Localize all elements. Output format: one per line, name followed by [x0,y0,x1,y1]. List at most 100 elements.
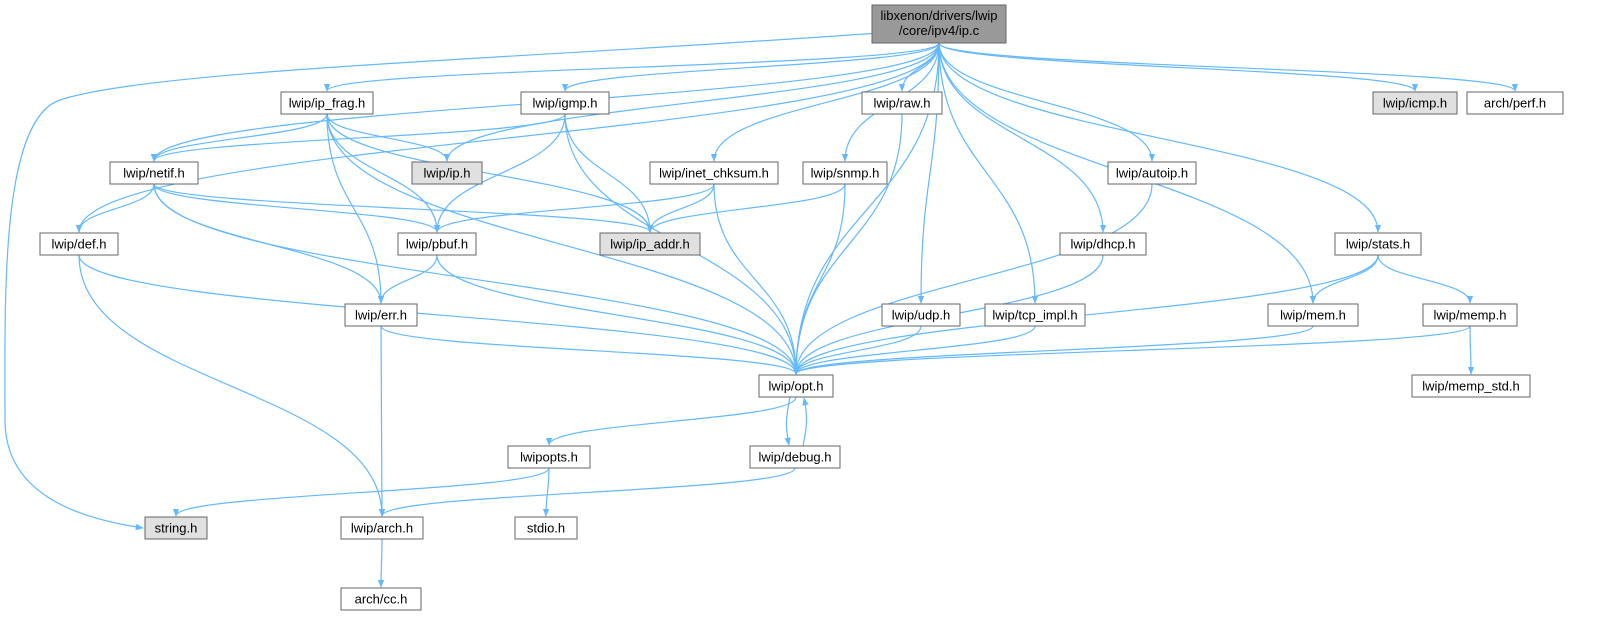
edge-root-to-def [75,42,940,233]
edge-err-to-opt [380,325,800,375]
edge-err-to-arch [378,325,386,517]
node-udp-label: lwip/udp.h [892,308,951,323]
node-icmp-box [1372,91,1458,115]
node-arch[interactable]: lwip/arch.h [340,516,424,540]
node-mem-label: lwip/mem.h [1280,308,1346,323]
edge-pbuf-to-err [377,254,438,304]
node-lwipopts[interactable]: lwipopts.h [507,445,591,469]
edge-root-to-perf [938,42,1519,92]
edge-def-to-arch [78,254,386,517]
edge-stats-to-opt [792,254,1379,375]
node-ip-box [411,161,483,185]
node-snmp[interactable]: lwip/snmp.h [802,161,888,185]
node-mem-box [1267,303,1359,327]
node-netif[interactable]: lwip/netif.h [109,161,199,185]
edge-stats-to-mem [1309,254,1379,304]
node-pbuf[interactable]: lwip/pbuf.h [397,232,477,256]
edge-root-to-udp [917,42,940,304]
node-tcp-impl[interactable]: lwip/tcp_impl.h [984,303,1086,327]
edge-raw-to-opt [792,113,903,375]
edge-debug-to-arch [378,467,796,517]
node-icmp-label: lwip/icmp.h [1383,96,1447,111]
node-stdio[interactable]: stdio.h [514,516,578,540]
node-memp[interactable]: lwip/memp.h [1422,303,1518,327]
node-root[interactable]: libxenon/drivers/lwip/core/ipv4/ip.c [871,4,1007,44]
node-ip-addr-label: lwip/ip_addr.h [610,237,690,252]
node-err-box [344,303,418,327]
node-inet-chksum[interactable]: lwip/inet_chksum.h [649,161,779,185]
edge-debug-to-opt [802,397,809,447]
node-opt[interactable]: lwip/opt.h [758,374,834,398]
edge-root-to-ip-frag [323,42,940,92]
node-ip-frag-label: lwip/ip_frag.h [289,96,366,111]
node-ip-frag-box [280,91,374,115]
edge-inet-chksum-to-opt [713,183,800,375]
node-err-label: lwip/err.h [355,308,407,323]
node-mem[interactable]: lwip/mem.h [1267,303,1359,327]
edge-netif-to-ip-addr [153,183,654,233]
node-pbuf-box [397,232,477,256]
root-label-line1: libxenon/drivers/lwip [880,8,997,23]
node-igmp[interactable]: lwip/igmp.h [520,91,610,115]
node-tcp-impl-label: lwip/tcp_impl.h [992,308,1077,323]
node-dhcp-box [1059,232,1147,256]
edge-root-to-ip [443,42,940,162]
node-raw[interactable]: lwip/raw.h [861,91,943,115]
edge-autoip-to-opt [792,183,1153,375]
node-arch-box [340,516,424,540]
edge-igmp-to-pbuf [433,113,566,233]
node-string[interactable]: string.h [144,516,208,540]
node-pbuf-label: lwip/pbuf.h [406,237,468,252]
node-raw-label: lwip/raw.h [873,96,930,111]
edge-root-to-tcp-impl [938,42,1039,304]
node-def[interactable]: lwip/def.h [39,232,119,256]
node-ip-addr[interactable]: lwip/ip_addr.h [599,232,701,256]
node-stats-box [1334,232,1422,256]
node-err[interactable]: lwip/err.h [344,303,418,327]
node-autoip[interactable]: lwip/autoip.h [1107,161,1197,185]
node-inet-chksum-label: lwip/inet_chksum.h [659,166,769,181]
node-netif-box [109,161,199,185]
node-def-box [39,232,119,256]
node-perf-box [1466,91,1564,115]
node-perf[interactable]: arch/perf.h [1466,91,1564,115]
node-ip-addr-box [599,232,701,256]
node-stdio-box [514,516,578,540]
edge-memp-to-memp-std [1467,325,1475,375]
node-autoip-label: lwip/autoip.h [1116,166,1188,181]
edge-ip-frag-to-ip-addr [326,113,654,233]
node-debug[interactable]: lwip/debug.h [749,445,841,469]
edge-ip-frag-to-netif [150,113,328,162]
node-opt-box [758,374,834,398]
node-icmp[interactable]: lwip/icmp.h [1372,91,1458,115]
edge-root-to-icmp [938,42,1419,92]
node-ip[interactable]: lwip/ip.h [411,161,483,185]
nodes: libxenon/drivers/lwip/core/ipv4/ip.c lwip… [39,4,1564,611]
node-igmp-box [520,91,610,115]
edge-stats-to-memp [1377,254,1474,304]
node-lwipopts-label: lwipopts.h [520,450,578,465]
node-memp-std[interactable]: lwip/memp_std.h [1411,374,1531,398]
node-memp-std-label: lwip/memp_std.h [1422,379,1520,394]
node-perf-label: arch/perf.h [1484,96,1546,111]
edge-inet-chksum-to-pbuf [433,183,715,233]
edge-snmp-to-ip-addr [646,183,846,233]
edge-netif-to-opt [153,183,800,375]
node-udp[interactable]: lwip/udp.h [881,303,961,327]
node-cc[interactable]: arch/cc.h [340,587,422,611]
node-inet-chksum-box [649,161,779,185]
node-ip-label: lwip/ip.h [424,166,471,181]
node-dhcp[interactable]: lwip/dhcp.h [1059,232,1147,256]
node-debug-box [749,445,841,469]
edges [4,32,1519,588]
edge-udp-to-opt [792,325,922,375]
edge-mem-to-opt [792,325,1314,375]
node-ip-frag[interactable]: lwip/ip_frag.h [280,91,374,115]
node-stats[interactable]: lwip/stats.h [1334,232,1422,256]
edge-ip-frag-to-pbuf [326,113,441,233]
edge-root-to-string [4,32,880,531]
edge-netif-to-def [75,183,155,233]
node-debug-label: lwip/debug.h [759,450,832,465]
node-raw-box [861,91,943,115]
node-stdio-label: stdio.h [527,521,565,536]
